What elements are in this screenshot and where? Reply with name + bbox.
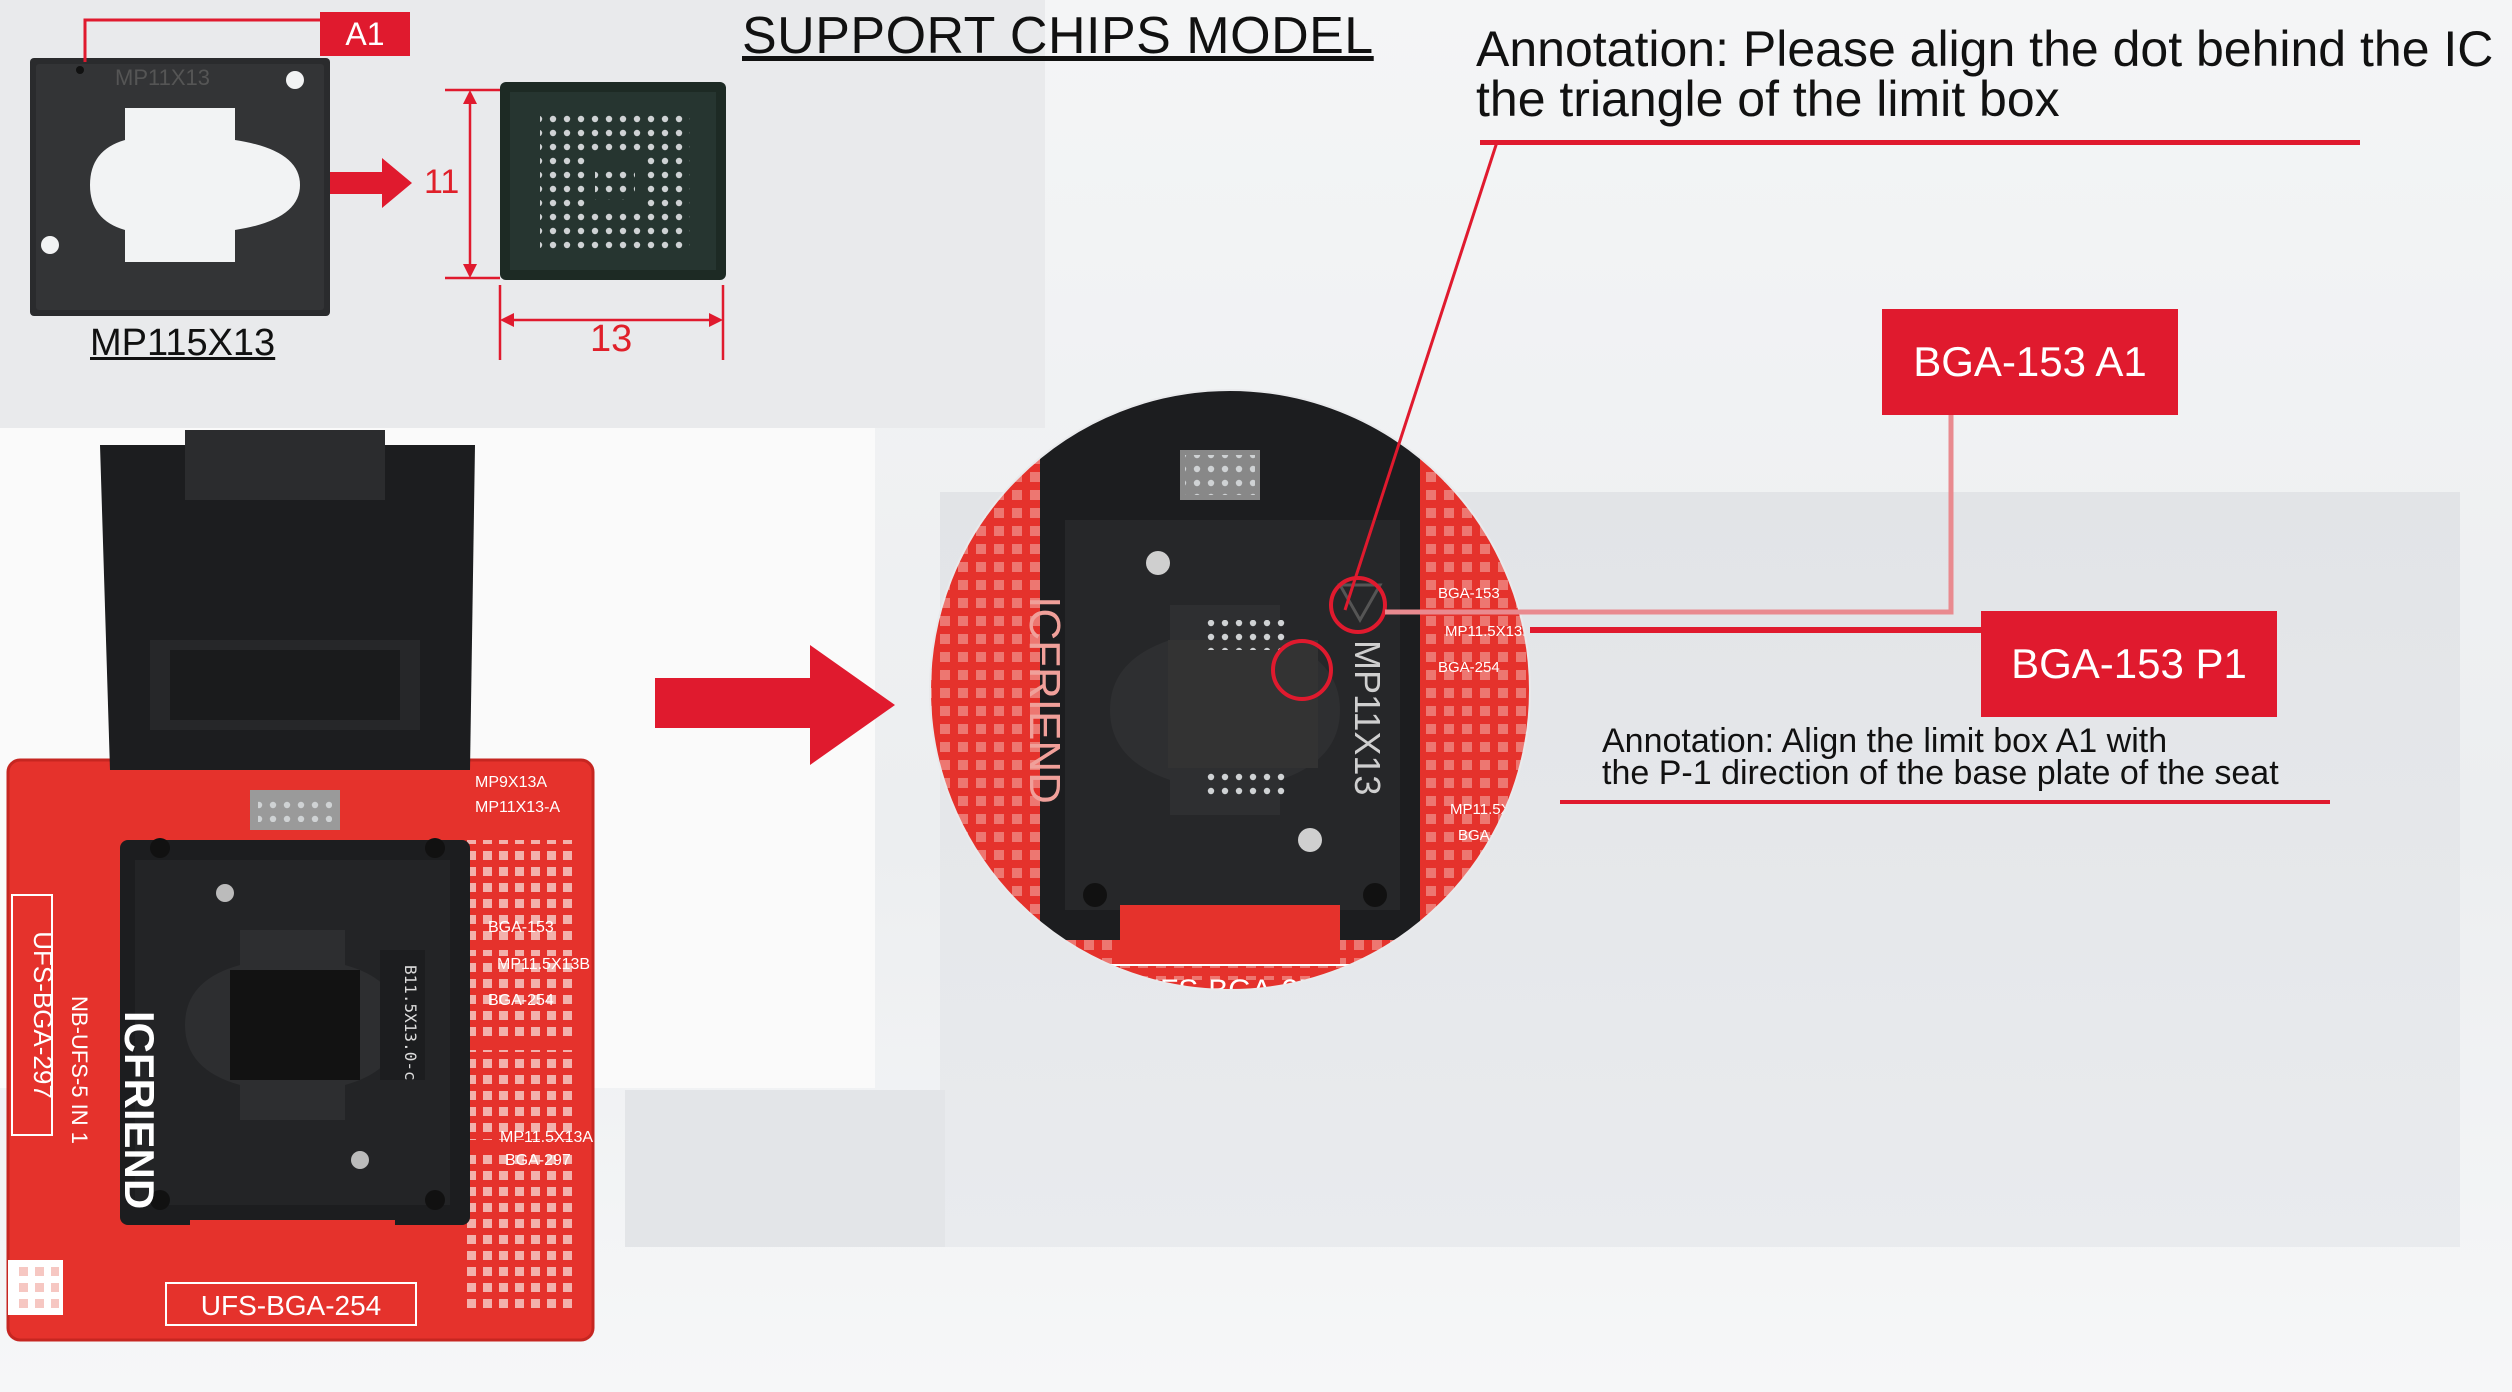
arrow-small bbox=[330, 158, 412, 208]
bga-chip bbox=[500, 82, 726, 280]
mid-panel bbox=[625, 1090, 945, 1247]
zoom-slot-4: MP11.5X13 bbox=[1450, 801, 1527, 818]
arrow-big bbox=[655, 645, 895, 765]
adapter-plate: MP11X13 bbox=[30, 58, 330, 316]
annotation-top-line1: Annotation: Please align the dot behind … bbox=[1476, 21, 2494, 77]
callout-line-a1 bbox=[1385, 415, 1954, 615]
slot-label-4: BGA-254 bbox=[488, 992, 554, 1009]
slot-label-6: BGA-297 bbox=[505, 1152, 571, 1169]
zoom-brand: ICFRIEND bbox=[1020, 596, 1069, 804]
page-title: SUPPORT CHIPS MODEL bbox=[742, 7, 1374, 65]
annotation-bottom-line1: Annotation: Align the limit box A1 with bbox=[1602, 722, 2168, 760]
zoom-slot-1: BGA-153 bbox=[1438, 585, 1500, 602]
triangle-marker bbox=[1329, 576, 1387, 634]
annotation-bottom-line2: the P-1 direction of the base plate of t… bbox=[1602, 754, 2279, 792]
socket-board: B11.5X13.0-c ICFRIEND NB-UFS-5 IN 1 UFS-… bbox=[6, 430, 595, 1342]
board-bottom-label: UFS-BGA-254 bbox=[201, 1290, 382, 1321]
bga-a1-label: BGA-153 A1 bbox=[1882, 309, 2178, 415]
slot-label-3: MP11.5X13B bbox=[497, 956, 590, 973]
callout-line-top bbox=[1343, 141, 1499, 611]
dot-marker bbox=[1271, 639, 1333, 701]
board-subtitle: NB-UFS-5 IN 1 bbox=[67, 996, 92, 1144]
zoom-slot-2: MP11.5X13B bbox=[1445, 623, 1532, 640]
annotation-top-rule bbox=[1480, 140, 2360, 145]
zoom-slot-3: BGA-254 bbox=[1438, 659, 1500, 676]
socket-text: B11.5X13.0-c bbox=[401, 965, 420, 1081]
slot-label-5: MP11.5X13A bbox=[500, 1129, 593, 1146]
zoom-plate-text: MP11X13 bbox=[1347, 640, 1388, 795]
dimension-lines bbox=[445, 88, 725, 360]
slot-label-1b: MP11X13-A bbox=[475, 799, 560, 816]
adapter-caption: MP115X13 bbox=[90, 322, 276, 364]
slot-label-1: MP9X13A bbox=[475, 774, 547, 791]
a1-tag: A1 bbox=[320, 12, 410, 56]
annotation-top-line2: the triangle of the limit box bbox=[1476, 71, 2060, 127]
board-brand: ICFRIEND bbox=[116, 1011, 163, 1209]
dimension-width: 13 bbox=[590, 318, 633, 360]
a1-callout-line bbox=[83, 18, 320, 62]
board-side-label: UFS-BGA-297 bbox=[28, 931, 58, 1099]
slot-label-2: BGA-153 bbox=[488, 919, 554, 936]
zoom-view: MP11X13 ICFRIEND BGA-153 MP11.5X13B BGA-… bbox=[930, 390, 1532, 990]
dimension-height: 11 bbox=[424, 163, 460, 201]
annotation-bottom-rule bbox=[1560, 800, 2330, 804]
bga-p1-label: BGA-153 P1 bbox=[1981, 611, 2277, 717]
plate-engraving: MP11X13 bbox=[115, 65, 210, 90]
